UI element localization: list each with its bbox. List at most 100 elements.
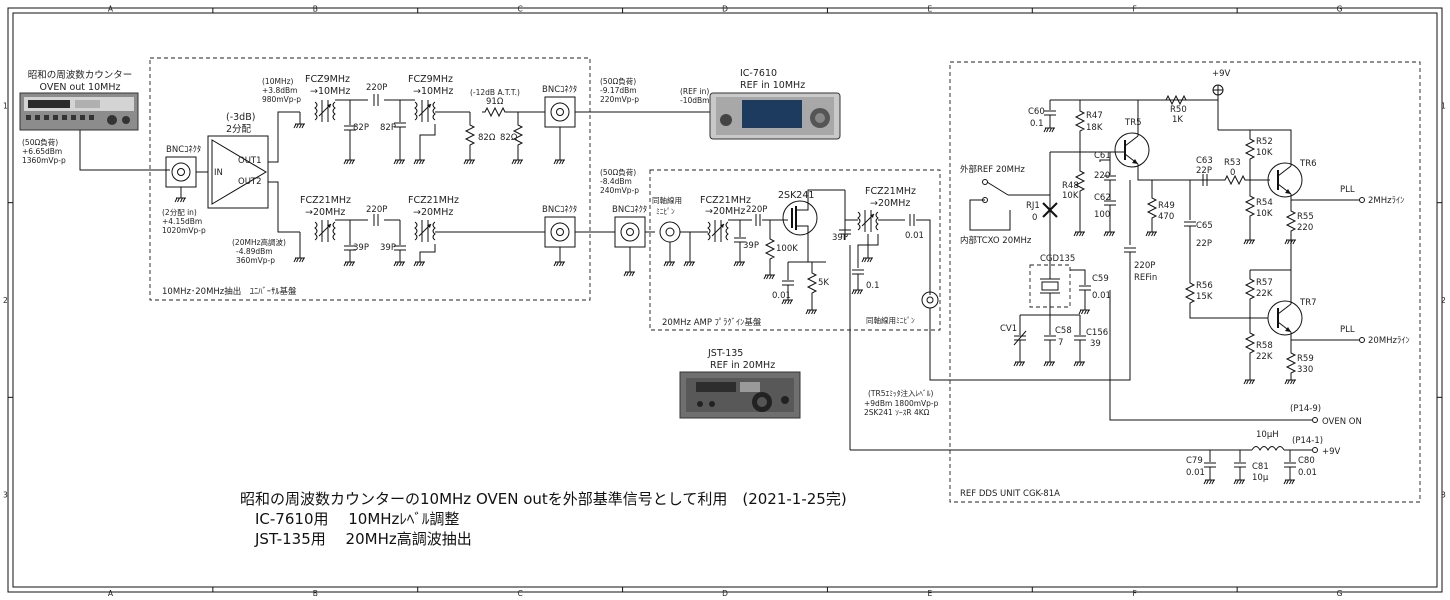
ch20-fcz1b: →20MHz [305,207,345,218]
ch10-fcz1: FCZ9MHz [305,74,350,85]
bnc-amp-label: BNCｺﾈｸﾀ [612,205,647,215]
frame-col-label: A [108,589,114,598]
counter-title: 昭和の周波数カウンター [28,69,133,81]
c65-label: C65 [1196,221,1213,231]
c81-val: 10μ [1252,473,1269,483]
tr5-transistor [1114,132,1150,168]
pll-2mhz-terminal [1359,197,1365,203]
ic7610-ref: REF in 10MHz [740,80,805,91]
bnc-amp-in [614,216,646,248]
ch10-c220: 220P [366,83,387,93]
ch20-note3: 360mVp-p [236,256,275,265]
pll1b-label: 2MHzﾗｲﾝ [1368,196,1404,206]
ch20-c39a: 39P [353,243,369,253]
ch10-att-label: (-12dB A.T.T.) [470,88,520,97]
pll2-label: PLL [1340,325,1355,335]
ch20-note1: (20MHz高調波) [232,237,286,247]
r56-val: 15K [1196,292,1213,302]
ch20-fcz2: FCZ21MHz [408,195,459,206]
tr7-label: TR7 [1299,298,1317,308]
c62-label: C62 [1094,193,1111,203]
c60-label: C60 [1028,107,1045,117]
ch20-c220: 220P [366,205,387,215]
splitter-out2: OUT2 [238,177,262,187]
frame-col-label: E [927,5,932,14]
r59-val: 330 [1297,365,1313,375]
refin-label: REFin [1134,273,1157,283]
ch10-out-load: (50Ω負荷) [600,76,636,86]
c61-val: 220 [1094,171,1110,181]
amp-c001a: 0.01 [772,291,791,301]
ch10-c82b: 82P [380,123,396,133]
c79-val: 0.01 [1186,468,1205,478]
tr6-label: TR6 [1299,159,1317,169]
amp-fcz2b: →20MHz [870,198,910,209]
ch20-c39b: 39P [380,243,396,253]
pll2b-label: 20MHzﾗｲﾝ [1368,336,1410,346]
r52-val: 10K [1256,148,1273,158]
amp-inj3: 2SK241 ｿｰｽR 4KΩ [864,408,930,417]
ch10-ref-dbm: -10dBm [680,96,709,105]
r56-label: R56 [1196,281,1213,291]
amp-coax-in2: ﾐﾆﾋﾟﾝ [656,207,675,216]
ch20-fcz1: FCZ21MHz [300,195,351,206]
amp-c39b: 39P [832,233,848,243]
c79-label: C79 [1186,456,1203,466]
r58-label: R58 [1256,341,1273,351]
frame-col-label: B [313,589,318,598]
amp-fet-label: 2SK241 [778,190,814,201]
c80-label: C80 [1298,456,1315,466]
splitter-in-note2: +4.15dBm [162,217,202,226]
board-amp [649,169,941,331]
bnc-20mhz-label: BNCｺﾈｸﾀ [542,205,577,215]
frame-row-label: 2 [3,296,8,305]
board-universal-label: 10MHz･20MHz抽出 ﾕﾆﾊﾞｰｻﾙ基盤 [162,286,297,297]
amp-c001b: 0.01 [905,231,924,241]
vcc-bottom-label: +9V [1322,447,1341,457]
r53-val: 0 [1230,168,1235,178]
fet-2sk241 [782,200,818,236]
board-ref-dds [949,61,1421,503]
cgd-label: CGD135 [1040,254,1075,264]
c63-label: C63 [1196,156,1213,166]
oven-on-label: OVEN ON [1322,417,1362,427]
counter-vpp-note: 1360mVp-p [22,156,66,165]
bnc-input-connector [165,156,197,188]
splitter-out1: OUT1 [238,156,262,166]
frame-row-label: 3 [1441,491,1446,500]
rj1-label: RJ1 [1026,201,1040,211]
amp-fcz1b: →20MHz [705,206,745,217]
jst135-image [679,371,801,419]
ic7610-image [709,92,841,140]
ch10-ref-in: (REF in) [680,87,709,96]
splitter-in-note3: 1020mVp-p [162,226,206,235]
ch10-note3: 980mVp-p [262,95,301,104]
switch-ext-contact [982,179,988,185]
ch20-out-load: (50Ω負荷) [600,167,636,177]
r54-label: R54 [1256,198,1273,208]
ref-vcc-label: +9V [1212,69,1231,79]
r52-label: R52 [1256,137,1273,147]
oven-on-terminal [1312,417,1318,423]
counter-subtitle: OVEN out 10MHz [40,82,121,93]
ext-ref-label: 外部REF 20MHz [960,164,1025,175]
amp-r100k: 100K [776,244,798,254]
frame-row-label: 1 [3,101,8,110]
c59-label: C59 [1092,274,1109,284]
bnc-input-label: BNCｺﾈｸﾀ [166,145,201,155]
int-tcxo-label: 内部TCXO 20MHz [960,235,1032,246]
rj1-val: 0 [1032,213,1037,223]
jst135-ref: REF in 20MHz [710,360,775,371]
ch10-out-dbm: -9.17dBm [600,86,637,95]
frame-row-label: 1 [1441,101,1446,110]
r57-val: 22K [1256,289,1273,299]
frame-col-label: D [722,589,728,598]
r48-label: R48 [1062,181,1079,191]
ch10-c82a: 82P [353,123,369,133]
ch20-fcz2b: →20MHz [413,207,453,218]
r47-label: R47 [1086,111,1103,121]
note-line-2: IC-7610用 10MHzﾚﾍﾞﾙ調整 [255,510,459,528]
amp-coax-in1: 同軸線用 [652,195,682,205]
frame-col-label: F [1133,589,1137,598]
